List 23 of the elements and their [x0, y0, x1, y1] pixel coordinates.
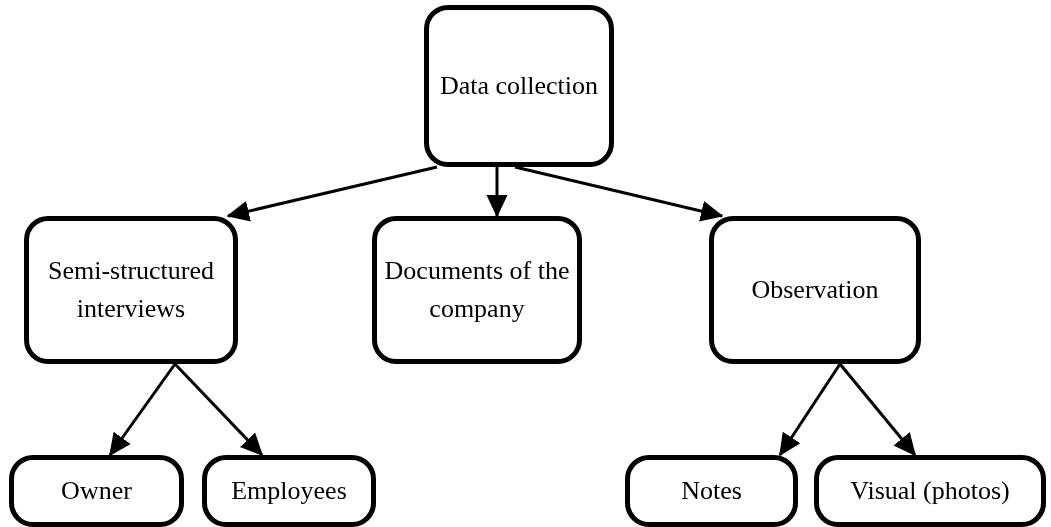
- box-label: Employees: [231, 475, 347, 508]
- box-label: Documents of the company: [384, 255, 570, 325]
- rounded-box: [709, 216, 921, 364]
- rounded-box: [625, 455, 798, 527]
- box-label: Semi-structured interviews: [46, 255, 216, 325]
- arrow: [514, 165, 724, 222]
- arrow: [778, 363, 842, 457]
- box-label: Observation: [751, 274, 879, 307]
- rounded-box: [9, 455, 184, 527]
- rounded-box: [814, 455, 1046, 527]
- rounded-box: [372, 216, 582, 364]
- rounded-box: [424, 5, 614, 167]
- rounded-box: [24, 216, 238, 364]
- rounded-box: [202, 455, 376, 527]
- box-label: Data collection: [439, 70, 599, 103]
- box-label: Notes: [681, 475, 742, 508]
- box-label: Owner: [61, 475, 132, 508]
- box-label: Visual (photos): [850, 475, 1010, 508]
- arrow: [838, 363, 917, 457]
- arrow: [226, 165, 438, 222]
- arrow: [108, 363, 177, 457]
- arrow: [173, 362, 264, 457]
- arrow: [486, 167, 508, 218]
